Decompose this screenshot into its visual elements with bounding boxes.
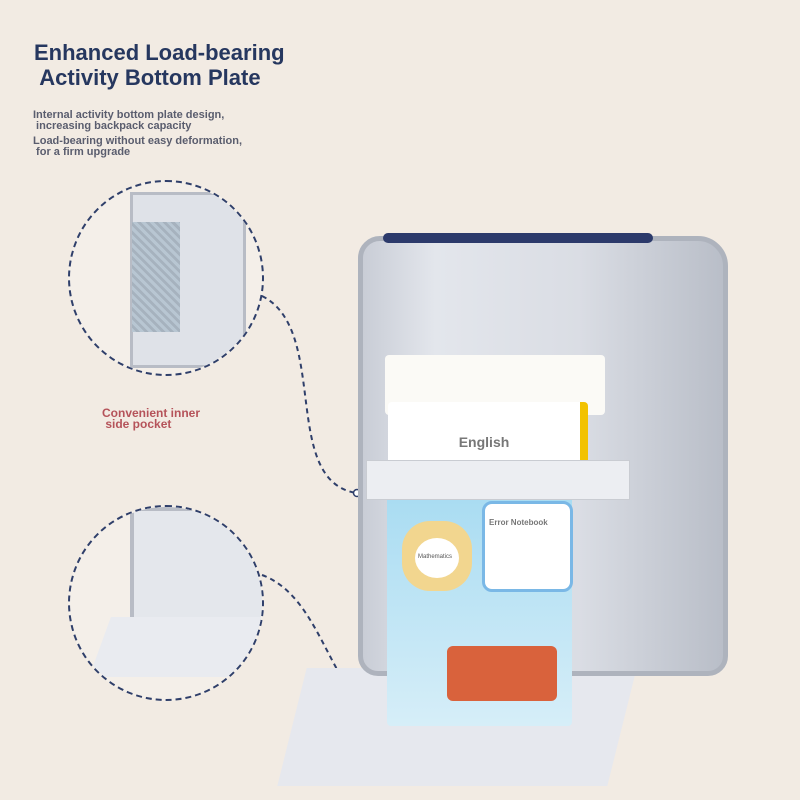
zipper [383,233,653,243]
side-pocket-label: Convenient inner side pocket [102,406,201,431]
feature-text-1: Internal activity bottom plate design, i… [33,109,225,132]
bottom-plate-closeup [68,505,264,701]
side-pocket-closeup [68,180,264,376]
english-book-title: English [458,434,510,450]
headline: Enhanced Load-bearing Activity Bottom Pl… [34,40,285,90]
feature-text-2: Load-bearing without easy deformation, f… [33,135,243,158]
mesh-pocket [132,222,180,332]
error-notebook-title: Error Notebook [489,518,548,527]
error-notebook: Error Notebook Mathematics [387,496,573,726]
book-stack-illustration [447,646,557,701]
elastic-strap [366,460,630,500]
mathematics-label: Mathematics [418,554,453,560]
